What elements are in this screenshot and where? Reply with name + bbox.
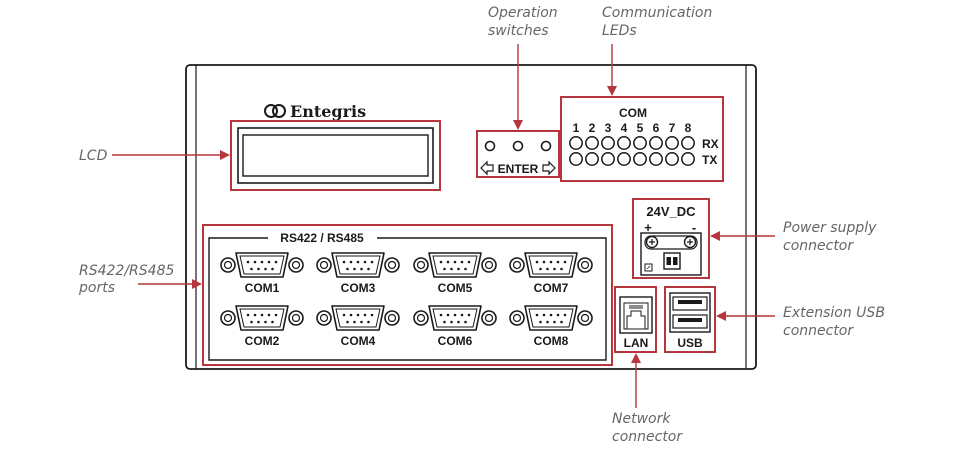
callout-operation-line2: switches <box>488 23 549 39</box>
db9-connector[interactable] <box>509 305 593 331</box>
led-rx <box>585 136 599 150</box>
port-label: COM4 <box>341 334 376 348</box>
port-label: COM1 <box>245 281 280 295</box>
led-tx <box>569 152 583 166</box>
led-tx <box>601 152 615 166</box>
port-label: COM8 <box>534 334 569 348</box>
led-rx <box>601 136 615 150</box>
led-rx <box>665 136 679 150</box>
led-number: 6 <box>653 121 660 135</box>
led-tx <box>649 152 663 166</box>
entegris-logo: Entegris <box>264 102 366 121</box>
power-connector: 24V_DC + - <box>632 198 710 279</box>
db9-connector[interactable] <box>413 252 497 278</box>
db9-connector[interactable] <box>220 305 304 331</box>
led-number: 5 <box>637 121 644 135</box>
led-tx <box>585 152 599 166</box>
led-number: 7 <box>669 121 676 135</box>
led-rx <box>617 136 631 150</box>
db9-connector[interactable] <box>316 252 400 278</box>
callout-network-line1: Network <box>612 411 671 427</box>
callout-comm-leds-line1: Communication <box>602 5 712 21</box>
arrow-right-icon <box>542 160 556 176</box>
ports-top-row: COM1 COM3 COM5 COM7 <box>220 252 593 295</box>
callout-arrows <box>112 44 775 408</box>
led-number: 8 <box>685 121 692 135</box>
led-tx <box>633 152 647 166</box>
callout-ports-line1: RS422/RS485 <box>79 263 174 279</box>
db9-connector[interactable] <box>509 252 593 278</box>
callout-usb-line2: connector <box>783 323 854 339</box>
brand-name: Entegris <box>290 102 366 121</box>
lcd-display <box>230 120 441 191</box>
led-rx-row <box>569 136 695 150</box>
port-label: COM5 <box>438 281 473 295</box>
led-number: 2 <box>589 121 596 135</box>
switch-right[interactable] <box>540 140 552 152</box>
ports-panel-title: RS422 / RS485 <box>280 231 364 245</box>
port-label: COM6 <box>438 334 473 348</box>
callout-usb-line1: Extension USB <box>783 305 885 321</box>
led-number: 3 <box>605 121 612 135</box>
db9-connector[interactable] <box>316 305 400 331</box>
power-minus: - <box>692 220 696 235</box>
port-label: COM3 <box>341 281 376 295</box>
led-tx <box>681 152 695 166</box>
device-outline <box>185 64 757 370</box>
led-rx <box>681 136 695 150</box>
operation-switches: ENTER <box>476 130 560 178</box>
ports-bottom-row: COM2 COM4 COM6 COM8 <box>220 305 593 348</box>
port-label: COM2 <box>245 334 280 348</box>
led-number: 4 <box>621 121 628 135</box>
led-tx <box>665 152 679 166</box>
rx-label: RX <box>702 137 719 151</box>
callout-ports-line2: ports <box>78 280 115 296</box>
power-label: 24V_DC <box>646 204 696 219</box>
db9-connector[interactable] <box>220 252 304 278</box>
callout-power-line1: Power supply <box>783 220 877 236</box>
power-plus: + <box>644 220 652 235</box>
lan-label: LAN <box>624 336 649 350</box>
tx-label: TX <box>702 153 717 167</box>
callout-comm-leds-line2: LEDs <box>602 23 637 39</box>
callout-network-line2: connector <box>612 429 683 445</box>
arrow-left-icon <box>480 160 494 176</box>
led-rx <box>633 136 647 150</box>
led-header: COM <box>619 106 647 120</box>
port-label: COM7 <box>534 281 569 295</box>
usb-connector[interactable]: USB <box>664 286 716 353</box>
led-number: 1 <box>573 121 580 135</box>
callout-operation-line1: Operation <box>488 5 558 21</box>
led-rx <box>649 136 663 150</box>
callout-power-line2: connector <box>783 238 854 254</box>
lan-connector[interactable]: LAN <box>614 286 657 353</box>
db9-connector[interactable] <box>413 305 497 331</box>
usb-label: USB <box>677 336 703 350</box>
switch-enter[interactable] <box>512 140 524 152</box>
led-tx-row <box>569 152 695 166</box>
callout-lcd: LCD <box>79 148 108 164</box>
enter-label: ENTER <box>498 162 539 176</box>
led-rx <box>569 136 583 150</box>
switch-left[interactable] <box>484 140 496 152</box>
led-tx <box>617 152 631 166</box>
